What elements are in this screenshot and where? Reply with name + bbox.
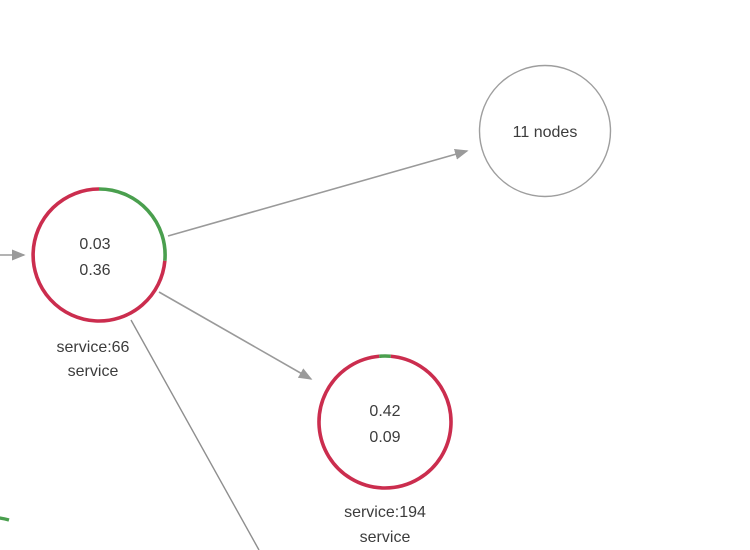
service-66-metric-top: 0.03: [79, 236, 110, 253]
service-194-error-arc: [317, 354, 453, 490]
node-service-66[interactable]: 0.03 0.36 service:66 service: [31, 187, 167, 380]
group-node-ring: [478, 64, 612, 198]
node-service-194[interactable]: 0.42 0.09 service:194 service: [317, 354, 453, 546]
group-node-label: 11 nodes: [513, 124, 578, 141]
service-66-label-secondary: service: [68, 363, 119, 380]
service-66-success-arc: [98, 187, 167, 261]
service-194-metric-bottom: 0.09: [369, 429, 400, 446]
edge-layer: [0, 149, 469, 550]
edge-service-66-to-offscreen-bottom[interactable]: [130, 319, 260, 550]
offscreen-success-arc: [0, 516, 10, 522]
service-194-label-secondary: service: [360, 529, 411, 546]
edge-service-66-to-service-194[interactable]: [158, 291, 313, 380]
service-66-metric-bottom: 0.36: [79, 262, 110, 279]
service-194-metric-top: 0.42: [369, 403, 400, 420]
node-group-11-nodes[interactable]: 11 nodes: [478, 64, 612, 198]
service-194-label-primary: service:194: [344, 504, 426, 521]
edge-service-66-to-group[interactable]: [167, 149, 469, 237]
service-66-label-primary: service:66: [57, 339, 130, 356]
node-offscreen-bottom-left[interactable]: [0, 516, 10, 528]
service-66-error-arc: [31, 187, 167, 323]
